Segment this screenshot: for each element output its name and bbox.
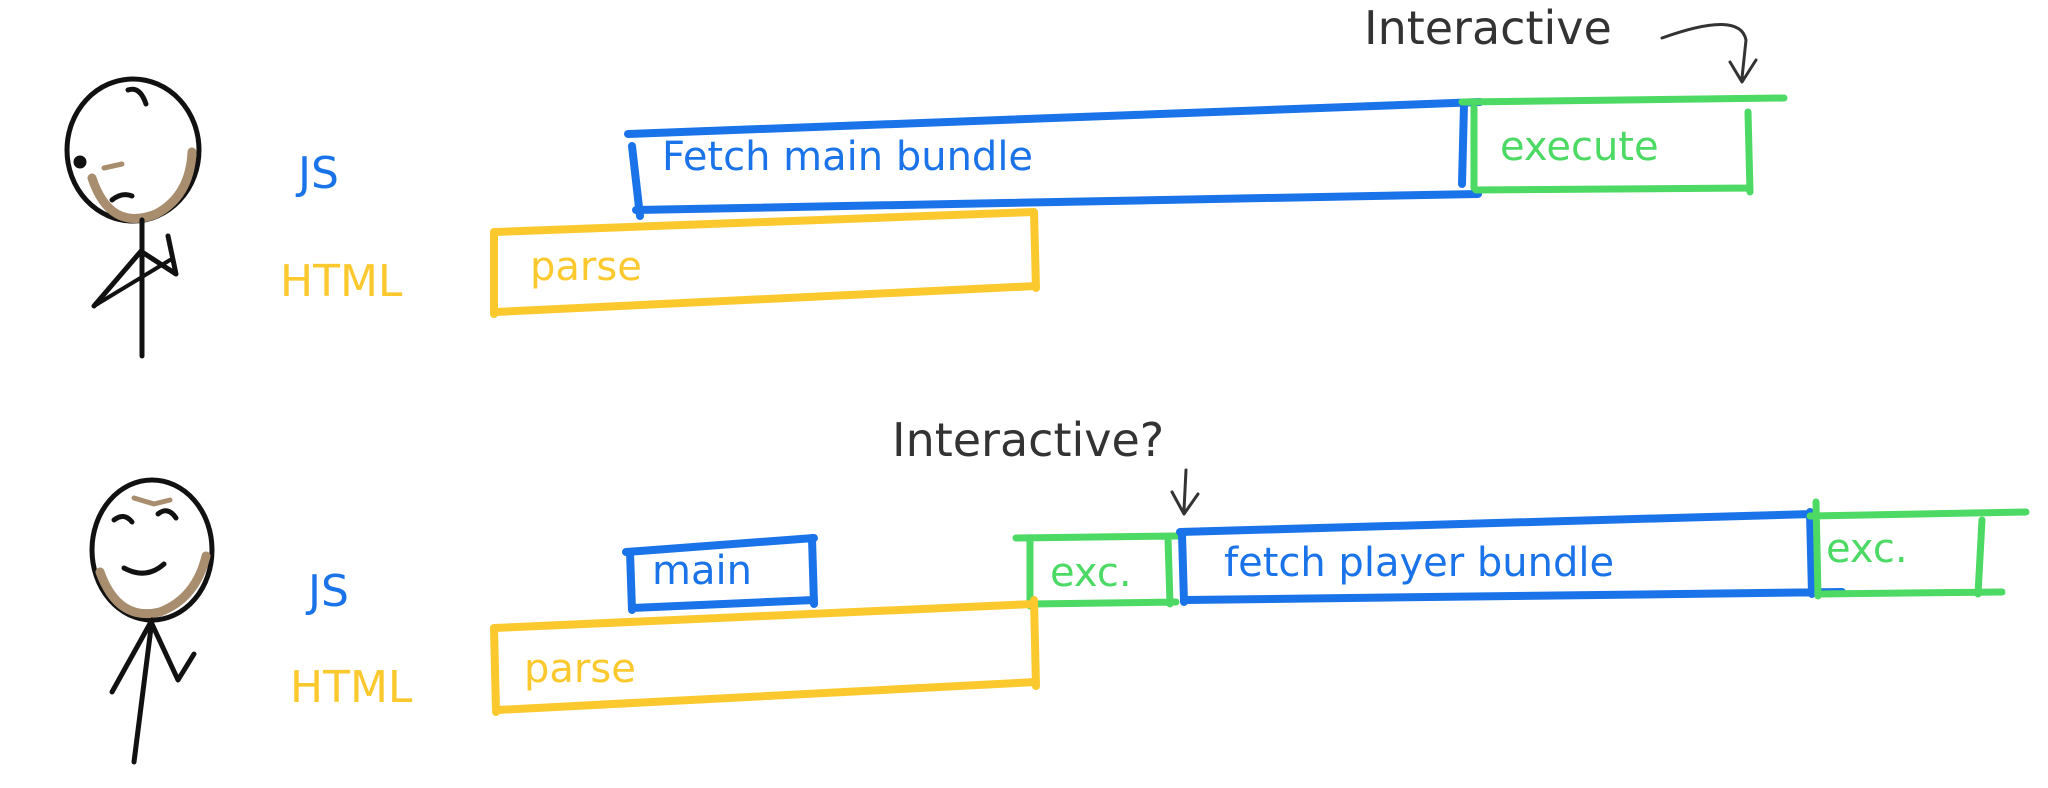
scenario-1: JS HTML Fetch main bundle execute parse … bbox=[64, 1, 1788, 359]
question-arrow-down-icon bbox=[1170, 468, 1200, 516]
bar-fetch-main-bundle: Fetch main bundle bbox=[624, 98, 1484, 220]
row-label-js: JS bbox=[295, 148, 339, 199]
bar-label: execute bbox=[1500, 124, 1659, 170]
annotation-text: Interactive? bbox=[892, 413, 1164, 467]
bar-exc-2: exc. bbox=[1806, 498, 2030, 600]
row-label-html: HTML bbox=[280, 256, 403, 307]
interactive-annotation: Interactive bbox=[1364, 1, 1758, 84]
row-label-html: HTML bbox=[290, 662, 413, 713]
row-label-js: JS bbox=[305, 566, 349, 617]
bar-label: exc. bbox=[1826, 526, 1908, 572]
bar-label: parse bbox=[530, 244, 642, 290]
bar-fetch-player-bundle: fetch player bundle bbox=[1176, 508, 1846, 606]
sad-person-icon bbox=[64, 76, 202, 359]
scenario-2: JS HTML main exc. fetch player bundle ex… bbox=[89, 413, 2030, 765]
bar-label: parse bbox=[524, 646, 636, 692]
interactive-annotation: Interactive? bbox=[892, 413, 1200, 516]
bar-main: main bbox=[622, 534, 818, 614]
happy-person-icon bbox=[89, 477, 215, 765]
bar-parse: parse bbox=[490, 596, 1040, 716]
bar-exc-1: exc. bbox=[1012, 532, 1182, 610]
bar-execute: execute bbox=[1458, 94, 1788, 196]
curved-arrow-down-icon bbox=[1660, 23, 1758, 84]
bar-label: fetch player bundle bbox=[1224, 540, 1614, 586]
bar-label: exc. bbox=[1050, 550, 1132, 596]
bar-label: main bbox=[652, 548, 752, 594]
annotation-text: Interactive bbox=[1364, 1, 1612, 55]
bar-parse: parse bbox=[490, 208, 1040, 318]
bar-label: Fetch main bundle bbox=[662, 134, 1033, 180]
